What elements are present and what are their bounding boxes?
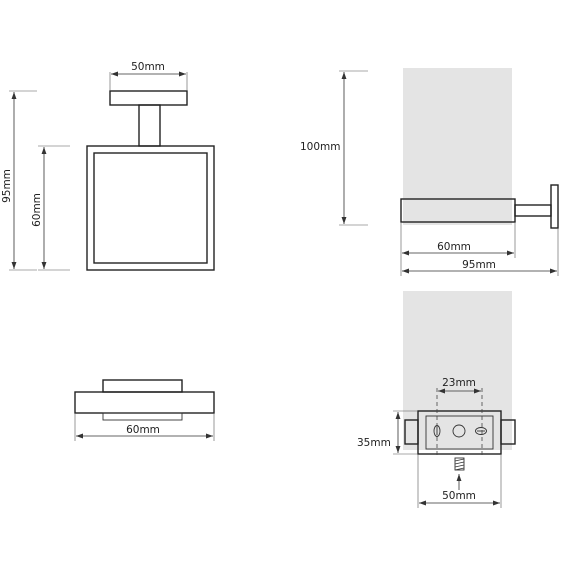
bottom-frame-width-label: 60mm: [126, 424, 160, 436]
bottom-glass-edge: [102, 412, 183, 421]
front-wall-plate: [109, 90, 188, 106]
mount-plate-outer: [417, 410, 502, 455]
mount-hole-spacing-label: 23mm: [442, 377, 476, 389]
side-total-depth-label: 95mm: [462, 259, 496, 271]
mount-width-label: 50mm: [442, 490, 476, 502]
front-frame-height-label: 60mm: [31, 193, 43, 227]
front-stem: [138, 104, 161, 147]
mount-glass-panel: [403, 291, 512, 450]
mount-right-slot-hole: [475, 427, 487, 435]
front-top-width-label: 50mm: [131, 61, 165, 73]
side-view: 100mm 60mm 95mm: [300, 68, 559, 276]
mount-height-label: 35mm: [357, 437, 391, 449]
mounting-view: 23mm 35mm 50mm: [357, 291, 516, 508]
mount-center-hole: [452, 424, 466, 438]
front-total-height-label: 95mm: [1, 169, 13, 203]
side-wall-height-label: 100mm: [300, 141, 341, 153]
front-frame-inner: [93, 152, 208, 264]
side-wall-plate: [550, 184, 559, 229]
front-view: 50mm 95mm 60mm: [1, 61, 215, 271]
bottom-frame-bar: [74, 391, 215, 414]
side-glass-panel: [403, 68, 512, 225]
bottom-view: 60mm: [74, 379, 215, 441]
side-frame-depth-label: 60mm: [437, 241, 471, 253]
front-frame-outer: [86, 145, 215, 271]
mount-plate-inner: [425, 415, 494, 450]
set-screw-icon: [454, 457, 465, 471]
bottom-back-plate: [102, 379, 183, 393]
side-connector: [514, 204, 552, 217]
